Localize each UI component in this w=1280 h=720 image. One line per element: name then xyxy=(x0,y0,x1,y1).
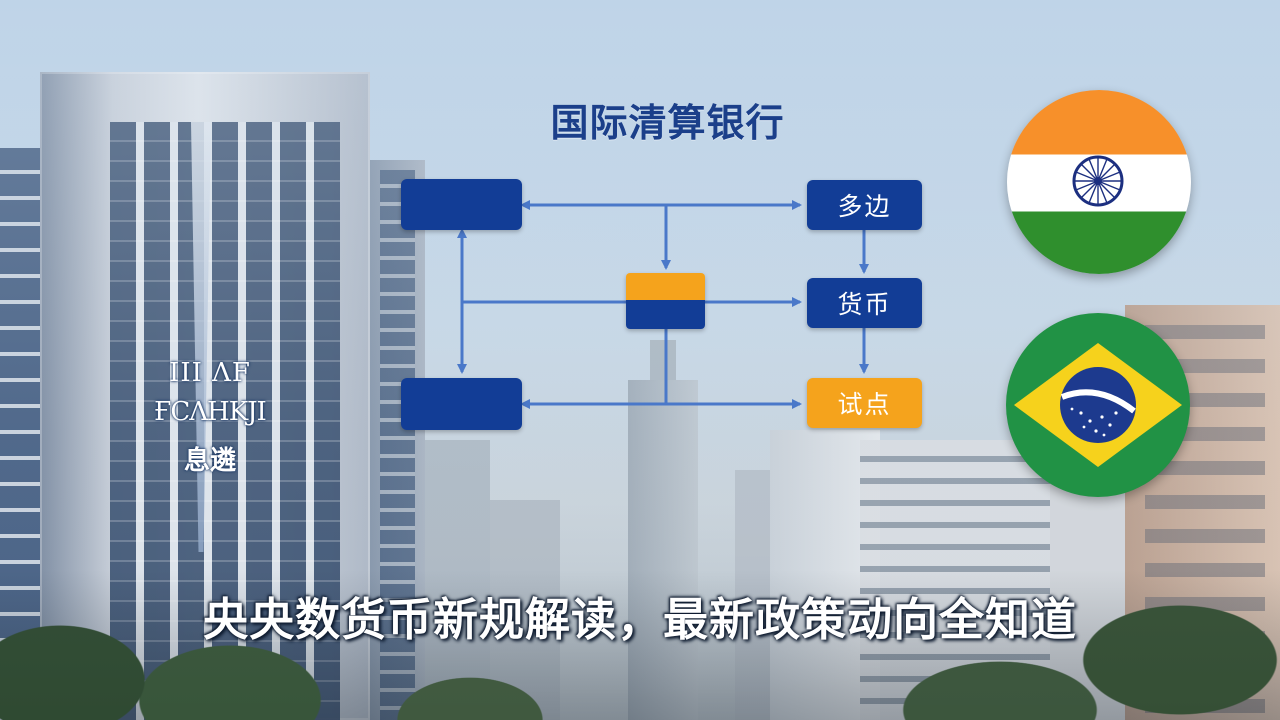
sign-text-line1: III ΛF xyxy=(169,358,251,388)
diagram-node-center xyxy=(626,273,705,329)
diagram-node-shidian: 试点 xyxy=(807,378,922,428)
india-flag-icon xyxy=(1007,90,1191,274)
trees xyxy=(0,570,1280,720)
brazil-flag-graphic xyxy=(1014,343,1182,467)
video-caption: 央央数货币新规解读，最新政策动向全知道 xyxy=(202,593,1077,646)
diagram-node-left-top xyxy=(401,179,522,230)
diagram-node-duobian: 多边 xyxy=(807,180,922,230)
sign-text-line2: ҒCΛHKJI xyxy=(154,397,267,427)
diagram-node-huobi: 货币 xyxy=(807,278,922,328)
sign-text-line3: 息遴 xyxy=(183,446,236,476)
diagram-title: 国际清算银行 xyxy=(550,101,785,145)
diagram-node-left-bottom xyxy=(401,378,522,430)
brazil-flag-icon xyxy=(1006,313,1190,497)
ashoka-chakra-icon xyxy=(1072,155,1124,207)
